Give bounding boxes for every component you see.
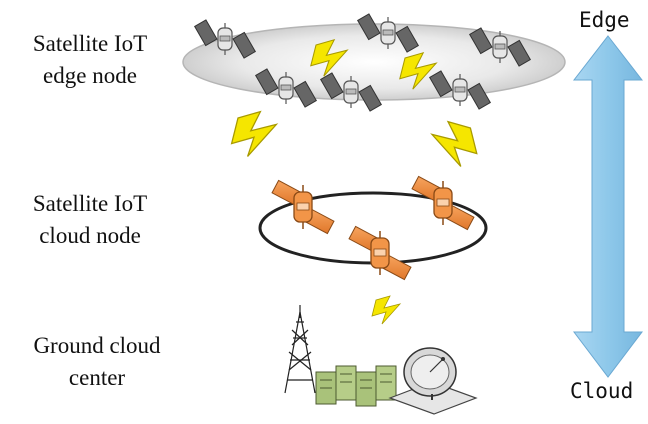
ground-label-line-1: Ground cloud (33, 333, 161, 358)
cloud-axis-label: Cloud (570, 379, 634, 403)
server-rack-icon (315, 365, 397, 407)
ground-cloud-center-label: Ground cloud center (4, 330, 190, 394)
cloud-node-label-line-2: cloud node (39, 223, 141, 248)
radio-tower-icon (284, 305, 316, 394)
edge-cloud-arrow (572, 35, 644, 378)
lightning-icon (371, 295, 401, 325)
satellite-iot-edge-node-label: Satellite IoT edge node (4, 28, 176, 92)
satellite-iot-cloud-node-label: Satellite IoT cloud node (4, 188, 176, 252)
cloud-node-label-line-1: Satellite IoT (32, 191, 148, 216)
satellite-icon (411, 175, 475, 231)
lightning-icon (431, 120, 478, 168)
edge-node-label-line-2: edge node (43, 63, 137, 88)
edge-axis-label: Edge (579, 8, 630, 32)
dish-antenna-icon (388, 347, 478, 415)
satellite-icon (348, 225, 412, 281)
lightning-icon (230, 110, 278, 158)
edge-node-label-line-1: Satellite IoT (32, 31, 148, 56)
ground-label-line-2: center (68, 365, 126, 390)
